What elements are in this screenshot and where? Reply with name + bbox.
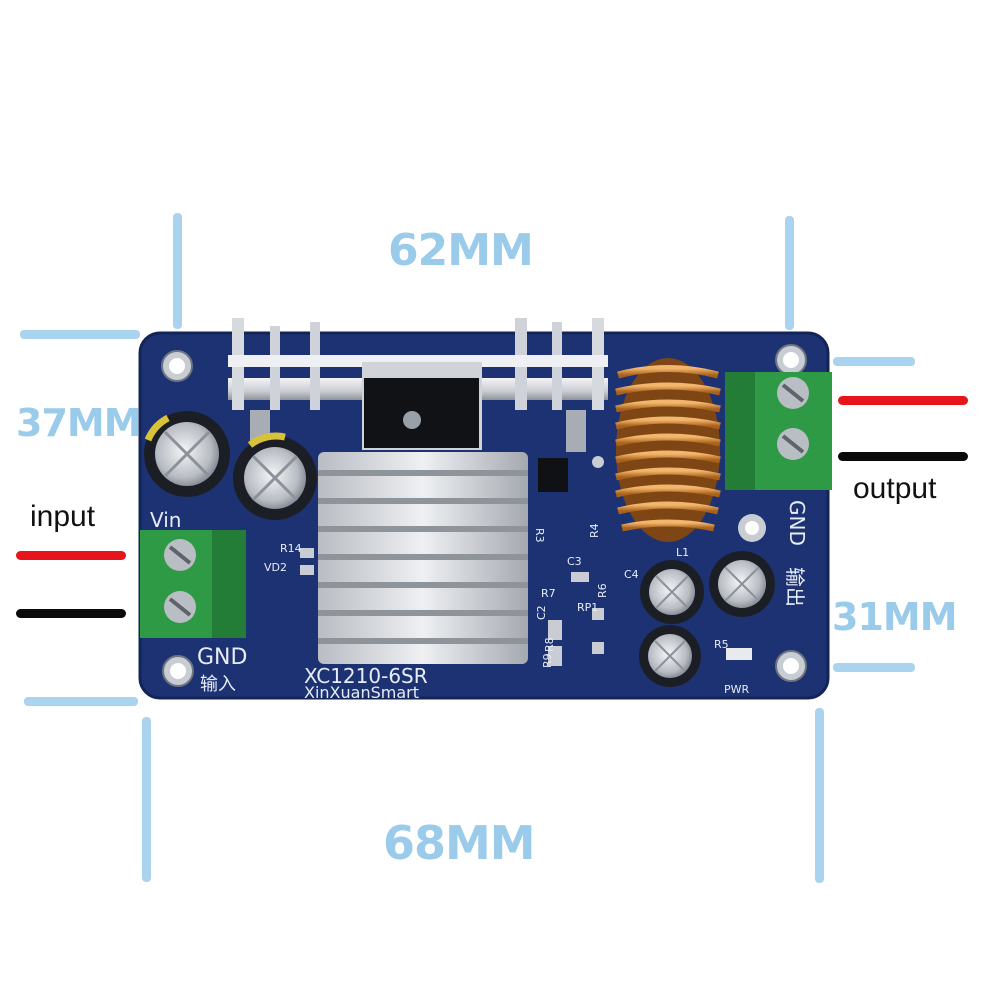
dimension-bar-top-right: [785, 216, 794, 330]
toroid-inductor: [615, 358, 721, 542]
label-r9: R9: [541, 653, 554, 668]
input-terminal: [140, 530, 246, 638]
brand-text: XinXuanSmart: [304, 683, 419, 702]
label-c2: C2: [535, 605, 548, 620]
mounting-holes: [161, 344, 807, 687]
dimension-label-right: 31MM: [832, 595, 958, 639]
upper-heatsink: [228, 318, 608, 452]
output-label: output: [853, 472, 937, 505]
input-label: input: [30, 500, 96, 533]
output-cn-label: 输出: [783, 567, 807, 607]
label-r14: R14: [280, 542, 302, 555]
gnd-output-label: GND: [785, 500, 809, 546]
input-negative-wire: [16, 609, 126, 618]
regulator-ic: [364, 378, 479, 448]
dimension-bar-right-bottom: [833, 663, 915, 672]
label-l1: L1: [676, 546, 689, 559]
dimension-bar-bottom-left: [142, 717, 151, 882]
label-rp1: RP1: [577, 601, 598, 614]
input-positive-wire: [16, 551, 126, 560]
dimension-label-bottom: 68MM: [383, 816, 536, 870]
dimension-label-left: 37MM: [16, 401, 142, 445]
output-terminal: [725, 372, 832, 490]
dimension-bar-top-left: [173, 213, 182, 329]
dimension-bar-bottom-right: [815, 708, 824, 883]
label-c4: C4: [624, 568, 639, 581]
output-negative-wire: [838, 452, 968, 461]
label-r3: R3: [533, 528, 546, 543]
dimension-label-top: 62MM: [388, 225, 534, 276]
label-r7: R7: [541, 587, 556, 600]
pwr-label: PWR: [724, 683, 750, 696]
lower-heatsink: [318, 452, 528, 664]
smd-components: [300, 456, 766, 666]
input-capacitors: [144, 411, 317, 520]
vin-label: Vin: [150, 508, 181, 532]
dimension-bar-left-top: [20, 330, 140, 339]
model-text: XC1210-6SR: [304, 664, 428, 688]
input-cn-label: 输入: [200, 674, 236, 695]
label-c3: C3: [567, 555, 582, 568]
label-r6: R6: [596, 583, 609, 598]
label-r4: R4: [588, 523, 601, 538]
dimension-bar-left-bottom: [24, 697, 138, 706]
gnd-input-label: GND: [197, 645, 247, 670]
label-r5: R5: [714, 638, 729, 651]
output-capacitors: [639, 551, 775, 687]
output-positive-wire: [838, 396, 968, 405]
dimension-bar-right-top: [833, 357, 915, 366]
label-vd2: VD2: [264, 561, 287, 574]
label-r8: R8: [543, 637, 556, 652]
